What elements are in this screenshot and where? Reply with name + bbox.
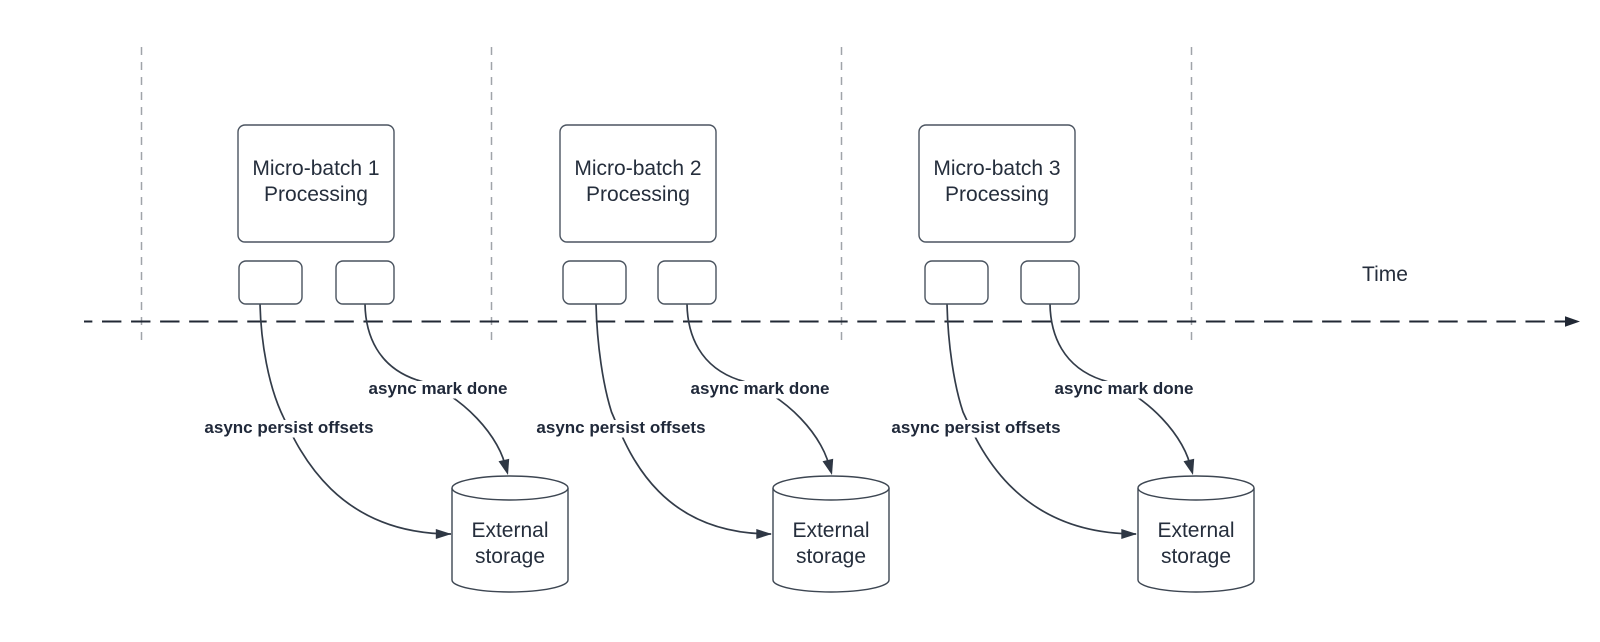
svg-text:async persist offsets: async persist offsets — [891, 418, 1060, 437]
svg-text:Processing: Processing — [945, 183, 1049, 206]
svg-text:External: External — [471, 519, 548, 542]
svg-text:storage: storage — [1161, 545, 1231, 568]
svg-text:async persist offsets: async persist offsets — [204, 418, 373, 437]
svg-text:storage: storage — [796, 545, 866, 568]
svg-text:async persist offsets: async persist offsets — [536, 418, 705, 437]
svg-text:async mark done: async mark done — [691, 379, 830, 398]
svg-text:Time: Time — [1362, 263, 1408, 286]
svg-text:External: External — [792, 519, 869, 542]
svg-text:async mark done: async mark done — [1055, 379, 1194, 398]
svg-text:storage: storage — [475, 545, 545, 568]
svg-text:Micro-batch 3: Micro-batch 3 — [933, 157, 1060, 180]
svg-text:Micro-batch 2: Micro-batch 2 — [574, 157, 701, 180]
svg-text:Micro-batch 1: Micro-batch 1 — [252, 157, 379, 180]
svg-text:async mark done: async mark done — [369, 379, 508, 398]
svg-text:Processing: Processing — [264, 183, 368, 206]
svg-text:Processing: Processing — [586, 183, 690, 206]
svg-text:External: External — [1157, 519, 1234, 542]
